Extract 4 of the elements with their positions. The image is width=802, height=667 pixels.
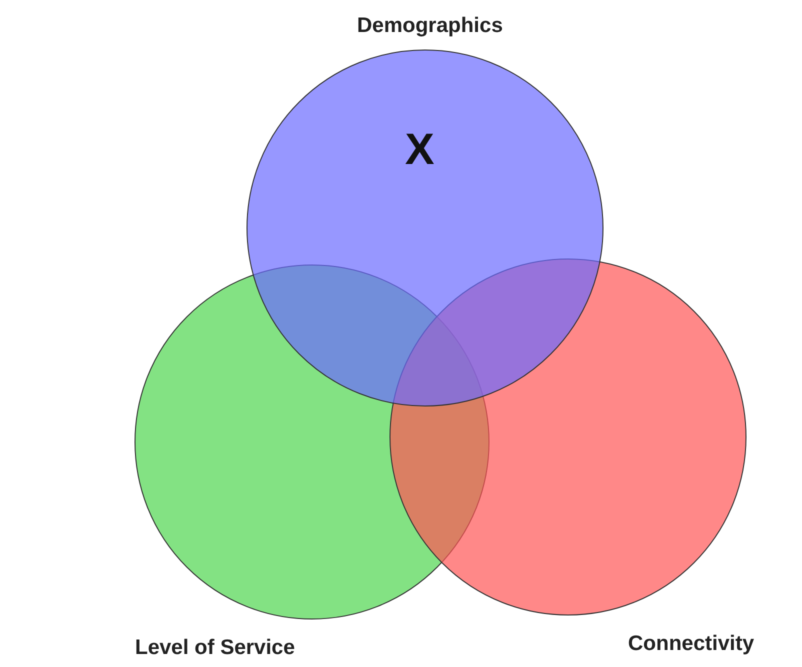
circle-title: Connectivity [628,632,754,656]
circle-title: Demographics [357,14,503,38]
circle-title: Level of Service [135,636,295,660]
marker-text: X [405,125,434,175]
